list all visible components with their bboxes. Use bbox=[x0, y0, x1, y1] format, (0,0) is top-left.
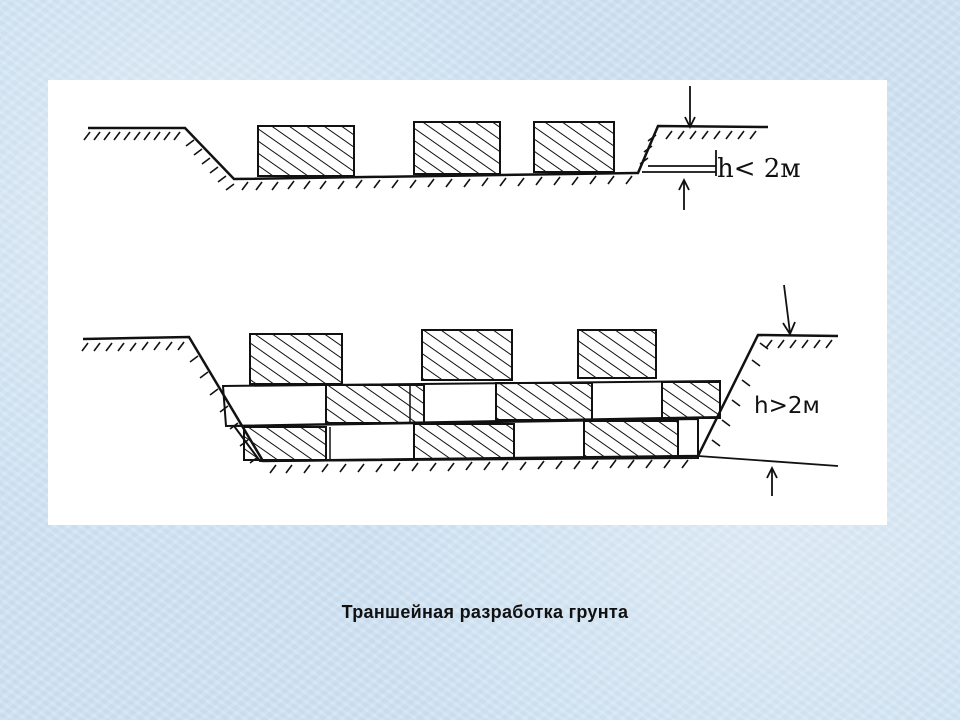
shallow-trench: h< 2м bbox=[83, 86, 801, 210]
trench-drawing: h< 2м bbox=[81, 86, 839, 496]
deep-lower-block-2 bbox=[413, 423, 515, 460]
deep-depth-label: h>2м bbox=[754, 393, 820, 419]
shallow-depth-label: h< 2м bbox=[717, 154, 801, 184]
trench-diagram: h< 2м bbox=[48, 80, 887, 525]
deep-trench: h>2м bbox=[81, 284, 839, 496]
deep-middle-block-2 bbox=[495, 382, 593, 421]
shallow-block-3 bbox=[533, 121, 615, 173]
deep-middle-block-1 bbox=[325, 384, 425, 424]
deep-upper-block-2 bbox=[421, 329, 513, 381]
deep-upper-block-3 bbox=[577, 329, 657, 379]
slide-caption: Траншейная разработка грунта bbox=[341, 602, 629, 622]
deep-upper-block-1 bbox=[249, 333, 343, 385]
deep-lower-block-1 bbox=[243, 426, 327, 461]
shallow-trench-profile bbox=[88, 124, 769, 181]
deep-ground-hatching bbox=[81, 339, 833, 474]
shallow-block-1 bbox=[257, 125, 355, 177]
deep-lower-block-3 bbox=[583, 420, 679, 459]
shallow-block-2 bbox=[413, 121, 501, 175]
shallow-depth-marker bbox=[642, 86, 717, 210]
shallow-ground-hatching bbox=[83, 130, 757, 191]
deep-middle-block-3 bbox=[661, 381, 721, 419]
deep-depth-marker bbox=[766, 284, 796, 496]
